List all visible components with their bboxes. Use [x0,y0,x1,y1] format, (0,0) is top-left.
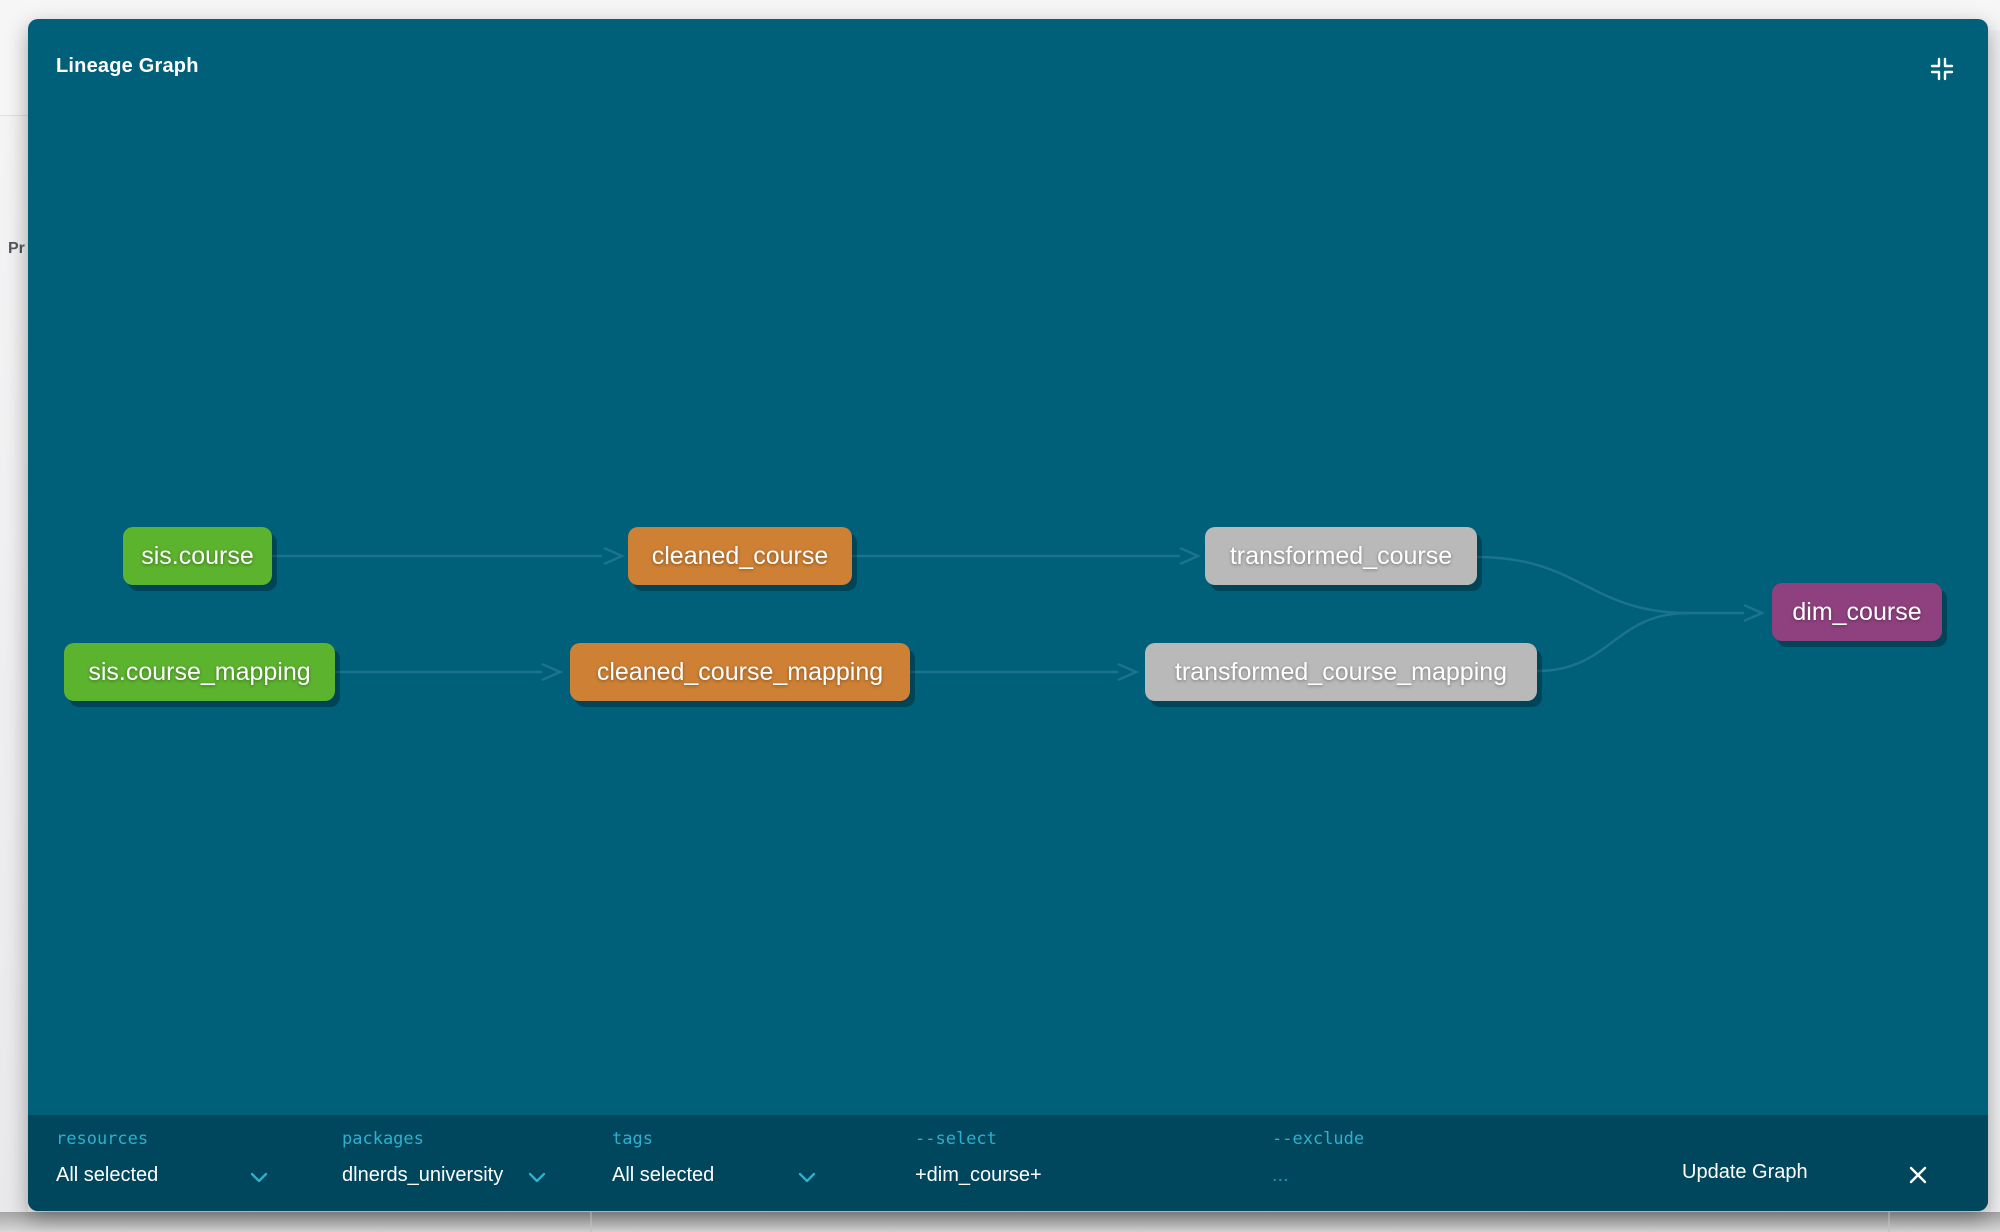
node-label: transformed_course_mapping [1174,657,1508,686]
exclude-filter-label: --exclude [1272,1129,1365,1149]
node-label: cleaned_course [651,541,829,570]
chevron-down-icon[interactable] [528,1172,546,1184]
page-title: Lineage Graph [56,55,199,77]
tags-filter-label: tags [612,1129,653,1149]
node-sis-course-mapping[interactable]: sis.course_mapping [64,643,335,701]
node-transformed-course[interactable]: transformed_course [1205,527,1477,585]
node-label: cleaned_course_mapping [596,657,884,686]
chevron-down-icon[interactable] [250,1172,268,1184]
node-sis-course[interactable]: sis.course [123,527,272,585]
background-left-panel [0,116,28,1212]
packages-filter-label: packages [342,1129,424,1149]
background-panel-divider [590,1212,592,1232]
node-label: transformed_course [1229,541,1453,570]
background-panel-divider [1888,1212,1890,1232]
collapse-button[interactable] [1922,49,1962,89]
update-graph-button[interactable]: Update Graph [1682,1161,1808,1183]
node-cleaned-course-mapping[interactable]: cleaned_course_mapping [570,643,910,701]
node-label: sis.course_mapping [88,657,311,686]
exclude-input[interactable]: ... [1272,1164,1289,1186]
node-dim-course[interactable]: dim_course [1772,583,1942,641]
graph-filter-bar: resources All selected packages dlnerds_… [28,1115,1988,1211]
node-label: dim_course [1792,597,1922,626]
compress-icon [1930,57,1954,81]
background-bottom-panel [0,1212,2000,1232]
background-clipped-label: Pr [8,240,25,257]
close-button[interactable] [1900,1157,1936,1193]
close-icon [1909,1166,1927,1184]
background-right-panel [1988,30,2000,1232]
lineage-edges [272,546,1766,682]
packages-dropdown[interactable]: dlnerds_university [342,1164,504,1186]
resources-filter-label: resources [56,1129,149,1149]
select-filter-label: --select [915,1129,997,1149]
tags-dropdown[interactable]: All selected [612,1164,715,1186]
resources-dropdown[interactable]: All selected [56,1164,159,1186]
node-label: sis.course [141,541,254,570]
node-cleaned-course[interactable]: cleaned_course [628,527,852,585]
chevron-down-icon[interactable] [798,1172,816,1184]
lineage-graph-modal: Lineage Graph [28,19,1988,1211]
node-transformed-course-mapping[interactable]: transformed_course_mapping [1145,643,1537,701]
select-input[interactable]: +dim_course+ [915,1164,1042,1186]
background-divider [0,115,28,116]
